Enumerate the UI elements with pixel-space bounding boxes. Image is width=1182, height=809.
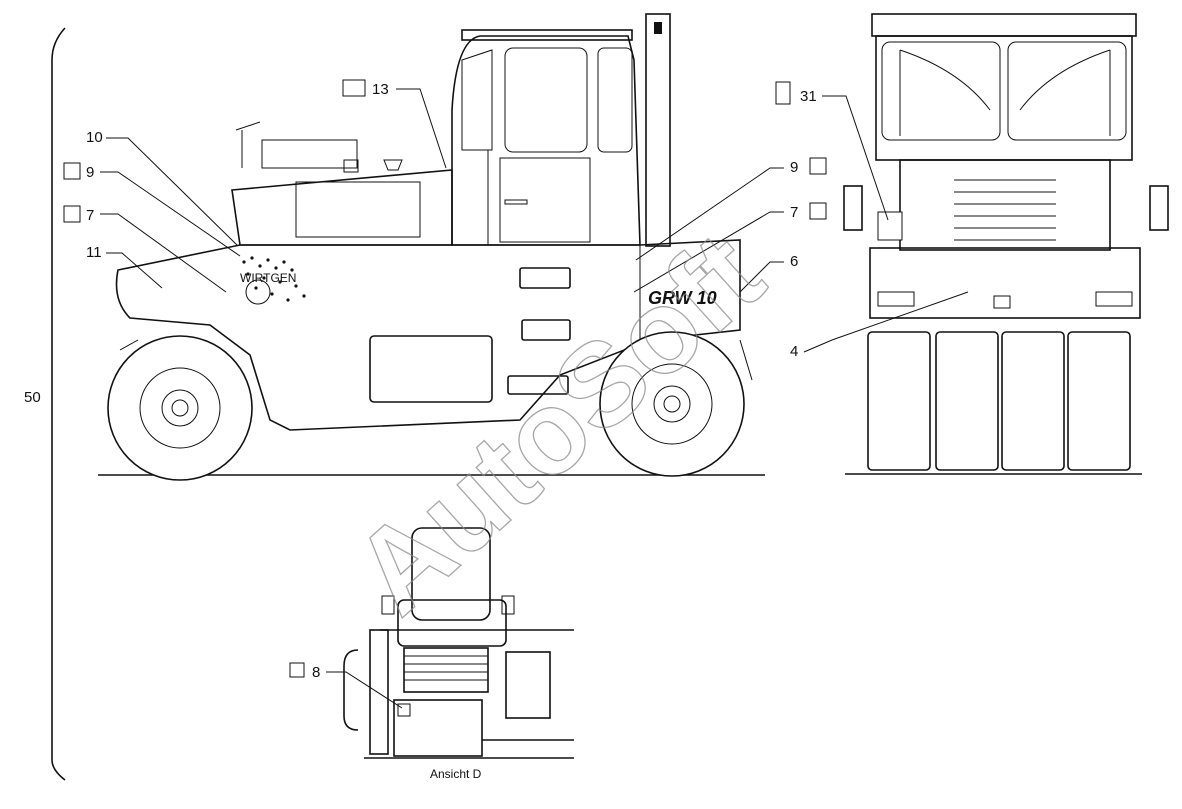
brand-emblem xyxy=(245,279,271,305)
side-view: WIRTGEN GRW 10 xyxy=(98,13,765,481)
page-brace: 50 xyxy=(24,27,66,781)
decal-9-icon xyxy=(63,162,81,180)
decal-31-icon xyxy=(775,81,791,105)
front-wheel xyxy=(107,335,253,481)
callout-13: 13 xyxy=(372,81,389,98)
decal-8-icon xyxy=(289,662,305,678)
callout-9-right: 9 xyxy=(790,159,798,176)
front-view xyxy=(843,13,1169,475)
front-steps xyxy=(954,179,1056,241)
decal-7-right-icon xyxy=(809,202,827,220)
cab-door xyxy=(499,157,591,243)
chassis xyxy=(115,239,741,431)
callout-6: 6 xyxy=(790,253,798,270)
front-cab xyxy=(875,35,1133,161)
callout-4: 4 xyxy=(790,343,798,360)
seat-cushion xyxy=(397,599,507,647)
rear-wheel xyxy=(599,331,745,477)
cab xyxy=(451,35,641,246)
side-callouts: 13 10 9 7 11 9 7 6 xyxy=(63,79,827,293)
engine-hood xyxy=(231,169,453,246)
callout-11: 11 xyxy=(86,244,102,261)
tool-box xyxy=(369,335,493,403)
detail-view-d: Ansicht D 8 xyxy=(289,527,574,781)
front-bumper xyxy=(869,247,1141,319)
seat-suspension xyxy=(403,647,489,693)
page-number: 50 xyxy=(24,389,41,406)
cab-window xyxy=(504,47,588,153)
battery-box xyxy=(393,699,483,757)
callout-10: 10 xyxy=(86,129,103,146)
decal-13-icon xyxy=(342,79,366,97)
callout-7-right: 7 xyxy=(790,204,798,221)
callout-31: 31 xyxy=(800,88,817,105)
brand-text: WIRTGEN xyxy=(240,271,296,285)
decal-9-right-icon xyxy=(809,157,827,175)
grille-dots xyxy=(242,256,306,302)
machine-model-text: GRW 10 xyxy=(648,288,717,308)
callout-9-left: 9 xyxy=(86,164,94,181)
right-mirror xyxy=(1149,185,1169,231)
decal-7-icon xyxy=(63,205,81,223)
left-mirror xyxy=(843,185,863,231)
exhaust-muffler xyxy=(261,139,358,169)
front-tires xyxy=(867,331,1131,471)
callout-7-left: 7 xyxy=(86,207,94,224)
caption-ansicht-d: Ansicht D xyxy=(430,767,482,781)
exhaust-stack xyxy=(645,13,671,247)
callout-8: 8 xyxy=(312,664,320,681)
front-callouts: 31 4 xyxy=(775,81,969,360)
seat-backrest xyxy=(411,527,491,621)
